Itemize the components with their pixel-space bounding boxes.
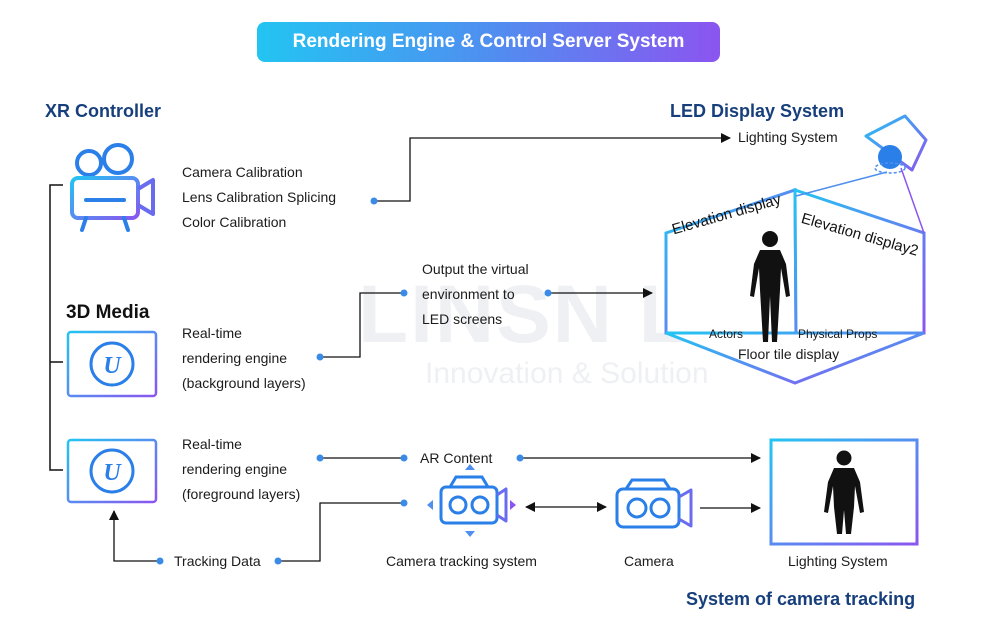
actors-label: Actors	[709, 327, 744, 341]
props-label: Physical Props	[798, 327, 878, 341]
xr-controller-heading: XR Controller	[45, 101, 162, 121]
lighting-system-label: Lighting System	[738, 129, 838, 145]
camera-tracking-system-label: Camera tracking system	[386, 553, 537, 569]
camera-tracking-heading: System of camera tracking	[686, 589, 916, 609]
color-calibration-label: Color Calibration	[182, 214, 287, 230]
dot	[370, 197, 378, 205]
ar-content-label: AR Content	[420, 450, 493, 466]
svg-text:U: U	[103, 460, 122, 486]
fg-engine-line2: rendering engine	[182, 461, 288, 477]
bg-engine-line2: rendering engine	[182, 350, 288, 366]
fg-engine-line3: (foreground layers)	[182, 486, 301, 502]
output-line1: Output the virtual	[422, 261, 529, 277]
svg-text:U: U	[103, 353, 122, 379]
fg-engine-line1: Real-time	[182, 436, 242, 452]
background-connector	[320, 292, 404, 358]
floor-label: Floor tile display	[738, 346, 840, 362]
video-camera-icon	[70, 143, 155, 232]
stage-corner	[664, 187, 926, 385]
output-line3: LED screens	[422, 311, 503, 327]
watermark-tagline: Innovation & Solution	[425, 357, 709, 390]
led-display-heading: LED Display System	[670, 101, 845, 121]
tracking-connector	[278, 502, 404, 562]
left-bracket	[49, 184, 63, 471]
page-title: Rendering Engine & Control Server System	[257, 22, 720, 62]
actor-silhouette-tracking	[824, 450, 864, 534]
media-3d-heading: 3D Media	[66, 302, 150, 323]
tracking-data-label: Tracking Data	[174, 553, 261, 569]
camera-calibration-label: Camera Calibration	[182, 164, 303, 180]
unreal-box-background: U	[66, 330, 158, 398]
spotlight-icon	[795, 114, 928, 234]
camera-icon	[615, 478, 693, 529]
tracking-arrow	[109, 510, 160, 562]
unreal-box-foreground: U	[66, 438, 158, 504]
bg-engine-line1: Real-time	[182, 325, 242, 341]
actor-silhouette	[750, 231, 790, 342]
bg-engine-line3: (background layers)	[182, 375, 306, 391]
lighting-system-bottom-label: Lighting System	[788, 553, 888, 569]
camera-tracking-icon	[427, 464, 516, 537]
lens-calibration-label: Lens Calibration Splicing	[182, 189, 337, 205]
calibration-connector	[374, 133, 731, 202]
output-line2: environment to	[422, 286, 515, 302]
camera-label: Camera	[624, 553, 674, 569]
